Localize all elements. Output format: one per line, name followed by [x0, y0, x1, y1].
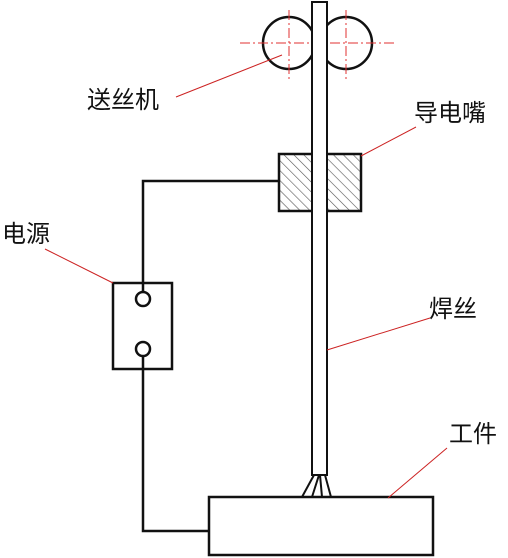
- label-power-source: 电源: [2, 220, 50, 248]
- power-terminal-top: [134, 290, 152, 308]
- workpiece: [207, 495, 435, 557]
- cable-to-workpiece: [141, 356, 209, 533]
- label-welding-wire: 焊丝: [429, 295, 477, 323]
- leader-welding-wire: [326, 317, 431, 351]
- leader-contact-tip: [360, 126, 417, 157]
- leader-wire-feeder: [175, 54, 283, 98]
- leader-power-source: [44, 248, 114, 284]
- welding-wire: [311, 1, 328, 476]
- label-contact-tip: 导电嘴: [414, 99, 486, 127]
- label-workpiece: 工件: [449, 420, 497, 448]
- cable-to-contact-tip: [141, 179, 279, 292]
- label-wire-feeder: 送丝机: [87, 86, 159, 114]
- welding-arc: [301, 474, 332, 498]
- leader-workpiece: [387, 447, 448, 499]
- power-terminal-bottom: [134, 340, 152, 358]
